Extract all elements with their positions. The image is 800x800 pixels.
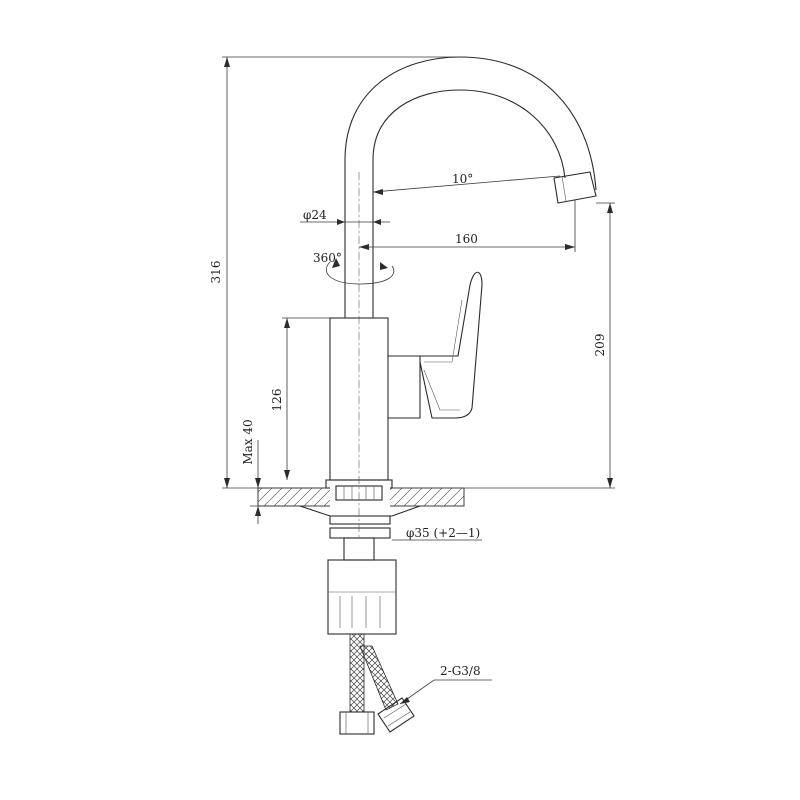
dimension-lines	[222, 56, 615, 705]
lever-handle	[419, 271, 483, 419]
label-rotation: 360°	[313, 251, 342, 265]
dimension-labels: 316 10° φ24 160 360° 209 126 Max 40 φ35 …	[209, 172, 607, 678]
spout-inner	[372, 89, 566, 185]
label-height-total: 316	[209, 261, 223, 284]
handle-housing	[388, 355, 421, 419]
faucet-outline	[325, 56, 597, 489]
label-connection: 2-G3/8	[440, 664, 481, 678]
label-spout-angle: 10°	[452, 172, 473, 186]
label-spout-height: 209	[593, 334, 607, 357]
countertop	[257, 484, 465, 539]
supply-hoses	[339, 633, 415, 735]
label-body-height: 126	[270, 389, 284, 412]
label-max-thickness: Max 40	[241, 419, 255, 464]
mounting-shank	[327, 537, 397, 635]
label-pipe-diameter: φ24	[303, 208, 327, 222]
label-spout-reach: 160	[455, 232, 478, 246]
spout-outer	[344, 56, 597, 191]
spout-aerator	[553, 171, 597, 204]
label-hole-diameter: φ35 (+2—1)	[406, 526, 480, 540]
